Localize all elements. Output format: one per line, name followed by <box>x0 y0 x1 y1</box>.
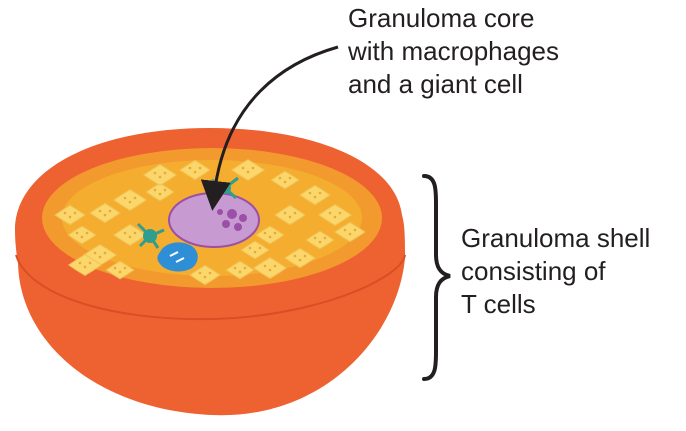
macrophage-icon <box>305 230 335 250</box>
macrophage-icon <box>67 225 97 245</box>
granuloma-core-label: Granuloma core with macrophages and a gi… <box>348 2 559 101</box>
shell-label-line-2: consisting of <box>461 256 606 286</box>
macrophage-icon <box>334 221 366 243</box>
macrophage-icon <box>112 224 148 246</box>
macrophage-icon <box>105 260 135 280</box>
macrophage-icon <box>252 257 288 279</box>
macrophage-icon <box>145 182 175 202</box>
macrophage-icon <box>274 204 306 226</box>
macrophage-icon <box>112 189 148 211</box>
t-cell-icon <box>157 242 198 272</box>
core-label-line-3: and a giant cell <box>348 69 523 99</box>
macrophage-icon <box>230 159 266 181</box>
macrophage-icon <box>317 204 353 226</box>
macrophage-icon <box>284 247 316 269</box>
giant-cell-icon <box>168 192 260 248</box>
macrophage-icon <box>89 202 121 224</box>
pointer-arrow-icon <box>200 45 339 211</box>
macrophage-icon <box>189 264 221 286</box>
hemisphere-rim <box>15 254 406 321</box>
macrophage-icon <box>142 164 178 186</box>
granuloma-shell-label: Granuloma shell consisting of T cells <box>461 222 650 321</box>
macrophage-icon <box>270 170 300 190</box>
macrophage-icon <box>240 240 270 260</box>
macrophage-icon <box>67 254 103 276</box>
macrophage-icon <box>299 184 331 206</box>
curly-brace-icon <box>422 174 451 381</box>
core-label-line-1: Granuloma core <box>348 3 535 33</box>
core-label-line-2: with macrophages <box>348 36 559 66</box>
macrophage-icon <box>255 225 285 245</box>
shell-label-line-3: T cells <box>461 289 536 319</box>
macrophage-icon <box>54 204 86 226</box>
shell-label-line-1: Granuloma shell <box>461 223 651 253</box>
macrophage-icon <box>225 260 255 280</box>
macrophage-group <box>54 159 366 286</box>
macrophage-icon <box>179 159 211 181</box>
